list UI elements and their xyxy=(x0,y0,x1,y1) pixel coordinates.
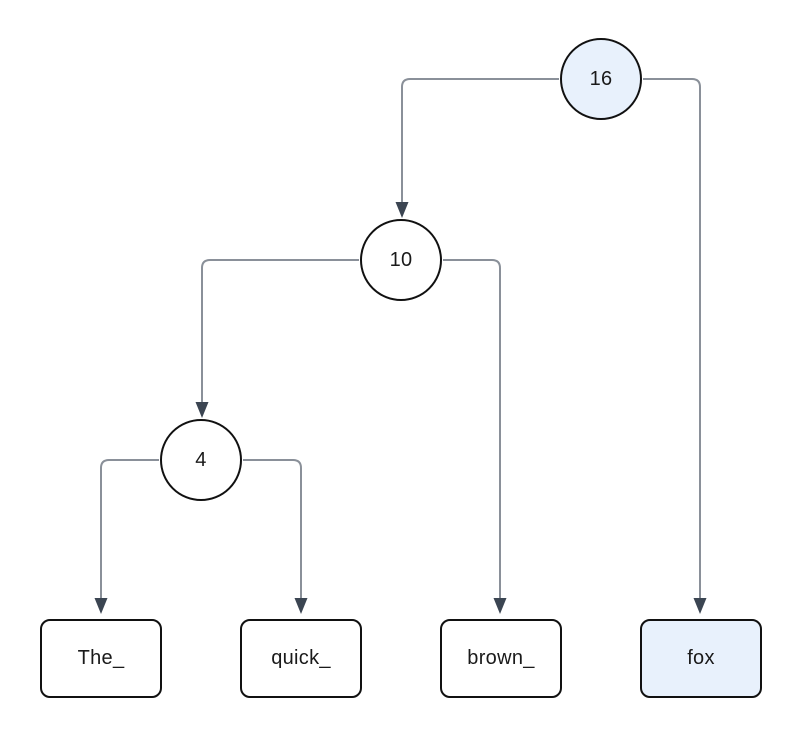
node-label: 10 xyxy=(389,248,413,271)
node-label: quick_ xyxy=(271,647,331,669)
edge-4-the xyxy=(100,459,159,599)
arrowhead-down-icon xyxy=(294,598,308,614)
edge-16-fox xyxy=(643,78,701,599)
leaf-node-the: The_ xyxy=(40,619,162,698)
leaf-node-brown: brown_ xyxy=(440,619,562,698)
edge-10-4 xyxy=(201,259,359,403)
node-label: 4 xyxy=(195,448,207,471)
edge-10-brown xyxy=(443,259,501,599)
edge-16-10 xyxy=(401,78,559,203)
arrowhead-down-icon xyxy=(195,402,209,418)
node-label: 16 xyxy=(589,67,613,90)
node-label: The_ xyxy=(77,647,125,669)
edge-4-quick xyxy=(243,459,302,599)
leaf-node-quick: quick_ xyxy=(240,619,362,698)
tree-node-10: 10 xyxy=(360,219,442,301)
tree-node-4: 4 xyxy=(160,419,242,501)
leaf-node-fox: fox xyxy=(640,619,762,698)
arrowhead-down-icon xyxy=(693,598,707,614)
tree-node-16: 16 xyxy=(560,38,642,120)
node-label: fox xyxy=(687,647,715,669)
arrowhead-down-icon xyxy=(493,598,507,614)
arrowhead-down-icon xyxy=(395,202,409,218)
node-label: brown_ xyxy=(467,647,535,669)
arrowhead-down-icon xyxy=(94,598,108,614)
